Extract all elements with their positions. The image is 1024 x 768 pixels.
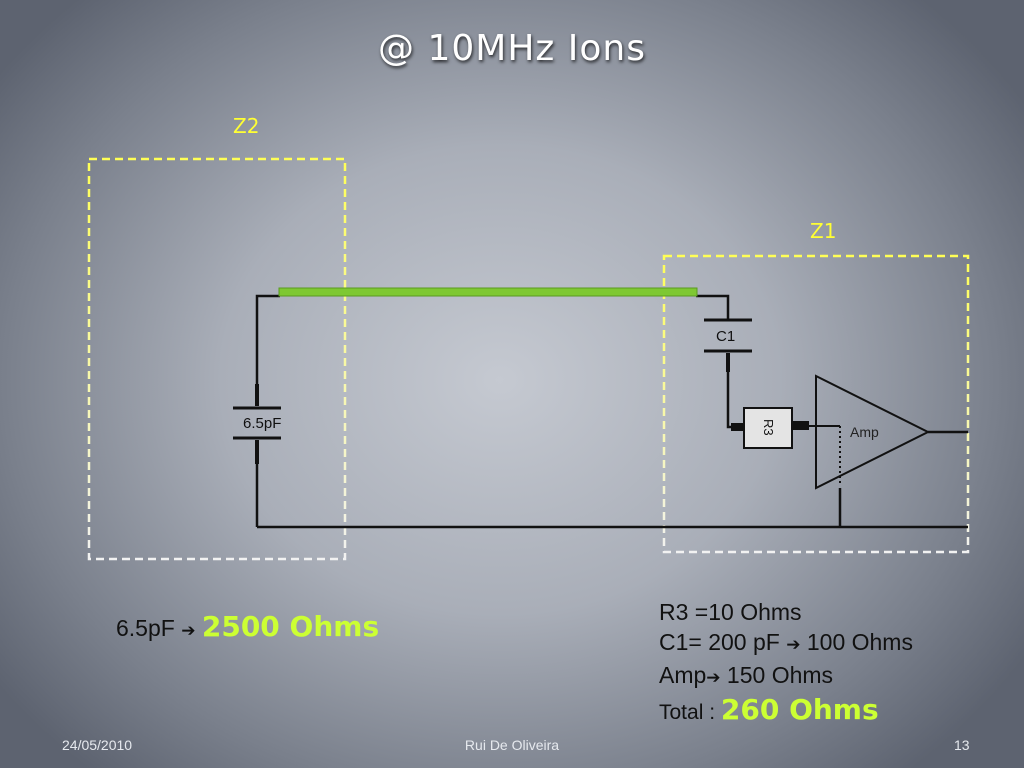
r3-value-line: R3 =10 Ohms	[659, 599, 802, 625]
c1-value-line: C1= 200 pF ➔ 100 Ohms	[659, 627, 913, 660]
amplifier-label: Amp	[850, 424, 879, 440]
z2-calc-prefix: 6.5pF	[116, 615, 182, 641]
resistor-r3	[731, 407, 840, 449]
total-value: 260 Ohms	[720, 693, 879, 726]
resistor-r3-label: R3	[761, 419, 776, 436]
capacitor-z2-label: 6.5pF	[243, 415, 282, 432]
footer-author: Rui De Oliveira	[464, 737, 560, 753]
total-label: Total :	[659, 701, 721, 724]
z2-impedance-calc: 6.5pF ➔ 2500 Ohms	[116, 612, 379, 646]
zone-z2-box	[87, 157, 347, 561]
footer-date: 24/05/2010	[62, 737, 133, 753]
arrow-icon: ➔	[786, 635, 801, 654]
amplifier	[815, 374, 931, 490]
zone-z2-label: Z2	[233, 114, 260, 138]
slide-title: @ 10MHz Ions	[378, 28, 646, 69]
amp-line-text: Amp	[659, 662, 707, 688]
z1-impedance-calc: R3 =10 Ohms C1= 200 pF ➔ 100 Ohms Amp➔ 1…	[659, 597, 913, 728]
zone-z1-label: Z1	[810, 219, 837, 243]
capacitor-z2	[233, 384, 281, 464]
z2-impedance-value: 2500 Ohms	[201, 610, 380, 643]
capacitor-c1	[704, 318, 752, 372]
arrow-icon: ➔	[181, 621, 196, 640]
amp-value-line: Amp➔ 150 Ohms	[659, 660, 913, 693]
footer-page-number: 13	[954, 737, 970, 753]
arrow-icon: ➔	[706, 668, 721, 687]
c1-line-text: C1= 200 pF	[659, 629, 787, 655]
amp-line-result: 150 Ohms	[720, 662, 834, 688]
wires	[255, 294, 968, 529]
capacitor-c1-label: C1	[716, 328, 736, 345]
total-line: Total : 260 Ohms	[659, 695, 913, 728]
cable	[278, 287, 698, 297]
c1-line-result: 100 Ohms	[800, 629, 913, 655]
